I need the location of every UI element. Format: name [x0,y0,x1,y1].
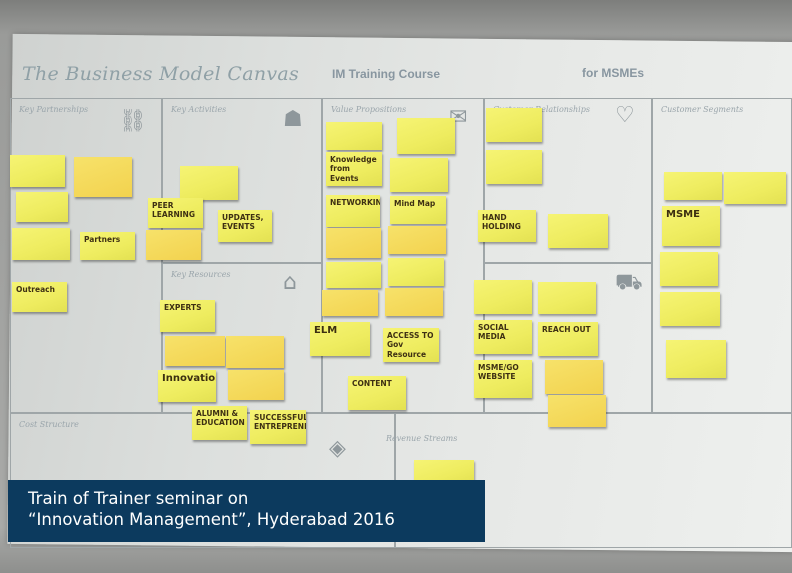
note-mind-map: Mind Map [394,199,436,208]
note-hand-holding: HAND HOLDING [482,213,521,232]
sticky-note: Knowledge from Events [326,152,382,186]
sticky-note [666,340,726,378]
note-knowledge: Knowledge from Events [330,155,377,183]
truck-doodle-icon: ⛟ [615,270,643,295]
note-networking: NETWORKING [330,198,380,207]
sticky-note [385,288,443,316]
sticky-note [12,228,70,260]
sticky-note: NETWORKING [326,195,380,227]
caption-line-1: Train of Trainer seminar on [28,489,249,508]
sticky-note: HAND HOLDING [478,210,536,242]
sticky-note [474,280,532,314]
note-content: CONTENT [352,379,392,388]
canvas-title: The Business Model Canvas [22,63,300,85]
block-label: Value Propositions [331,105,407,114]
note-reach-out: REACH OUT [542,325,591,334]
sticky-note [326,122,382,150]
photo-caption: Train of Trainer seminar on “Innovation … [8,480,485,542]
sticky-note [486,108,542,142]
sticky-note [10,155,65,187]
canvas-target: for MSMEs [582,66,645,80]
note-updates: UPDATES, EVENTS [222,213,264,232]
sticky-note [226,336,284,368]
block-label: Customer Segments [661,105,744,114]
sticky-note: Outreach [12,282,67,312]
chain-doodle-icon: ⛓ [119,109,147,134]
sticky-note [146,230,201,260]
sticky-note [486,150,542,184]
person-doodle-icon: ☗ [283,107,303,132]
sticky-note [165,336,225,366]
sticky-note: SOCIAL MEDIA [474,320,532,354]
sticky-note [388,258,444,286]
sticky-note: SUCCESSFUL ENTREPRENEURS [250,410,306,444]
sticky-note: MSME [662,206,720,246]
block-key-activities: Key Activities ☗ [162,98,322,263]
note-access: ACCESS TO Gov Resource [387,331,434,359]
note-innovation: Innovation [162,373,216,384]
sticky-note [664,172,722,200]
sticky-note [660,292,720,326]
sticky-note: EXPERTS [160,300,215,332]
block-label: Key Activities [171,105,227,114]
block-value-propositions: Value Propositions ✉ [322,98,484,413]
sticky-note: ACCESS TO Gov Resource [383,328,439,362]
block-label: Cost Structure [19,420,79,429]
sticky-note: CONTENT [348,376,406,410]
note-social-media: SOCIAL MEDIA [478,323,509,342]
note-outreach: Outreach [16,285,55,294]
note-msme: MSME [666,209,700,220]
note-successful: SUCCESSFUL ENTREPRENEURS [254,413,306,432]
sticky-note [322,290,378,316]
sticky-note: Mind Map [390,196,446,224]
sticky-note: ALUMNI & EDUCATION [192,406,247,440]
note-peer-learning: PEER LEARNING [152,201,195,220]
heart-doodle-icon: ♡ [615,103,635,128]
note-website: MSME/GO WEBSITE [478,363,519,382]
sticky-note [228,370,284,400]
sticky-note: UPDATES, EVENTS [218,210,272,242]
sticky-note [660,252,718,286]
note-elm: ELM [314,325,338,336]
sticky-note: PEER LEARNING [148,198,203,228]
caption-line-2: “Innovation Management”, Hyderabad 2016 [28,510,395,529]
sticky-note [548,214,608,248]
sticky-note [397,118,455,154]
sticky-note [545,360,603,394]
sticky-note [74,157,132,197]
sticky-note [388,226,446,254]
note-experts: EXPERTS [164,303,202,312]
sticky-note [180,166,238,200]
note-partners: Partners [84,235,121,244]
sticky-note: MSME/GO WEBSITE [474,360,532,398]
sticky-note [548,395,606,427]
sticky-note [724,172,786,204]
sticky-note: REACH OUT [538,322,598,356]
canvas-course: IM Training Course [332,67,441,81]
factory-doodle-icon: ⌂ [283,270,297,295]
block-label: Revenue Streams [386,434,458,443]
sticky-note: ELM [310,322,370,356]
tag-doodle-icon: ◈ [329,436,346,461]
sticky-note [326,262,381,288]
note-alumni: ALUMNI & EDUCATION [196,409,245,428]
block-label: Key Partnerships [19,105,89,114]
canvas-header: The Business Model Canvas IM Training Co… [22,63,782,93]
sticky-note: Innovation [158,370,216,402]
sticky-note [16,192,68,222]
sticky-note [538,282,596,314]
sticky-note: Partners [80,232,135,260]
block-label: Key Resources [171,270,231,279]
sticky-note [326,228,381,258]
sticky-note [390,158,448,192]
